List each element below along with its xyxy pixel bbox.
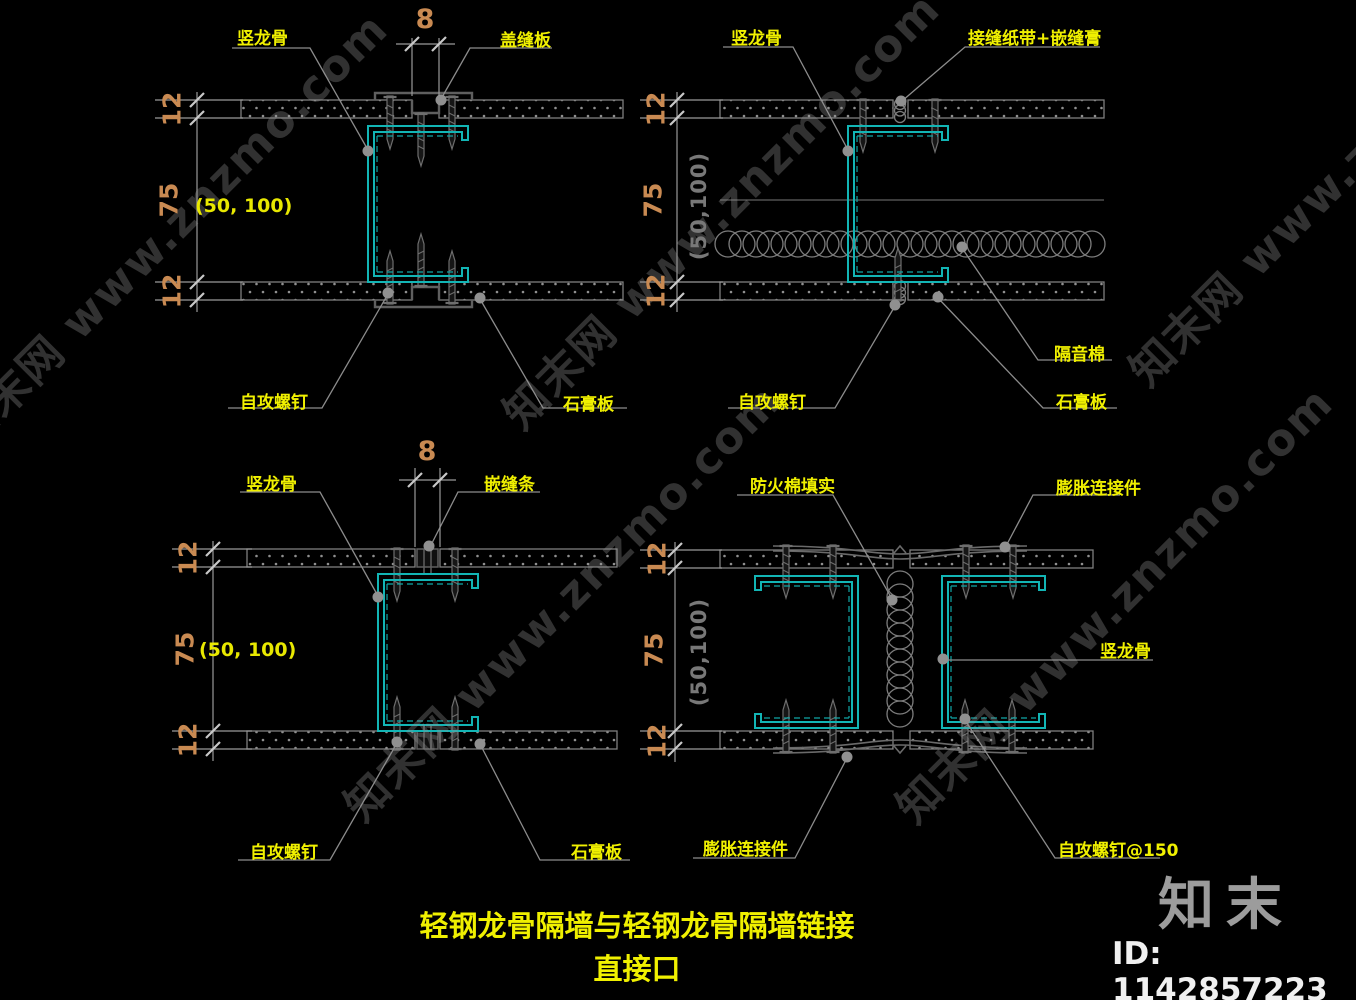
dim-12-top: 12 (641, 91, 671, 127)
label-vertical-stud: 竖龙骨 (237, 29, 288, 49)
label-self-tapping-screw: 自攻螺钉 (240, 393, 308, 413)
dim-gap-8: 8 (415, 4, 435, 35)
dim-75-cavity: 75 (170, 631, 200, 667)
dim-alt-50-100: (50,100) (687, 151, 711, 261)
dim-12-bottom: 12 (173, 722, 203, 758)
dim-12-bottom: 12 (641, 273, 671, 309)
znzmo-logo: 知末 (1158, 873, 1294, 938)
detail-top-left (155, 36, 627, 409)
dim-75-cavity: 75 (638, 182, 668, 218)
fire-cotton-fill (886, 570, 914, 728)
sound-insulation-batt (714, 230, 1106, 258)
dim-12-top: 12 (173, 540, 203, 576)
label-sound-insulation: 隔音棉 (1054, 345, 1105, 365)
detail-bottom-right (640, 494, 1160, 859)
drawing-title-line1: 轻钢龙骨隔墙与轻钢龙骨隔墙链接 (419, 909, 855, 943)
dim-alt-50-100: (50, 100) (199, 639, 297, 661)
detail-bottom-left (172, 468, 630, 861)
label-cover-plate: 盖缝板 (500, 31, 551, 51)
label-fire-cotton: 防火棉填实 (750, 477, 835, 497)
dim-12-bottom: 12 (157, 273, 187, 309)
label-vertical-stud: 竖龙骨 (1100, 642, 1151, 662)
dim-12-top: 12 (642, 541, 672, 577)
label-expansion-connector-top: 膨胀连接件 (1056, 479, 1141, 499)
label-gypsum-board: 石膏板 (571, 843, 622, 863)
label-gypsum-board: 石膏板 (1056, 393, 1107, 413)
dim-75-cavity: 75 (154, 182, 184, 218)
asset-id: ID: 1142857223 (1112, 936, 1328, 1000)
label-joint-tape: 接缝纸带+嵌缝膏 (968, 29, 1102, 49)
label-gypsum-board: 石膏板 (563, 395, 614, 415)
dim-12-top: 12 (157, 91, 187, 127)
drawing-title-line2: 直接口 (593, 952, 681, 986)
label-caulking-strip: 嵌缝条 (484, 475, 535, 495)
label-vertical-stud: 竖龙骨 (246, 475, 297, 495)
label-self-tapping-screw: 自攻螺钉 (738, 393, 806, 413)
dim-alt-50-100: (50, 100) (195, 195, 293, 217)
detail-top-right (640, 46, 1117, 409)
label-self-tapping-screw: 自攻螺钉 (250, 843, 318, 863)
dim-gap-8: 8 (417, 436, 437, 467)
label-expansion-connector-bottom: 膨胀连接件 (703, 840, 788, 860)
dim-75-cavity: 75 (639, 632, 669, 668)
label-screw-at-150: 自攻螺钉@150 (1058, 841, 1179, 861)
dim-alt-50-100: (50,100) (687, 597, 711, 707)
label-vertical-stud: 竖龙骨 (731, 29, 782, 49)
dim-12-bottom: 12 (642, 723, 672, 759)
